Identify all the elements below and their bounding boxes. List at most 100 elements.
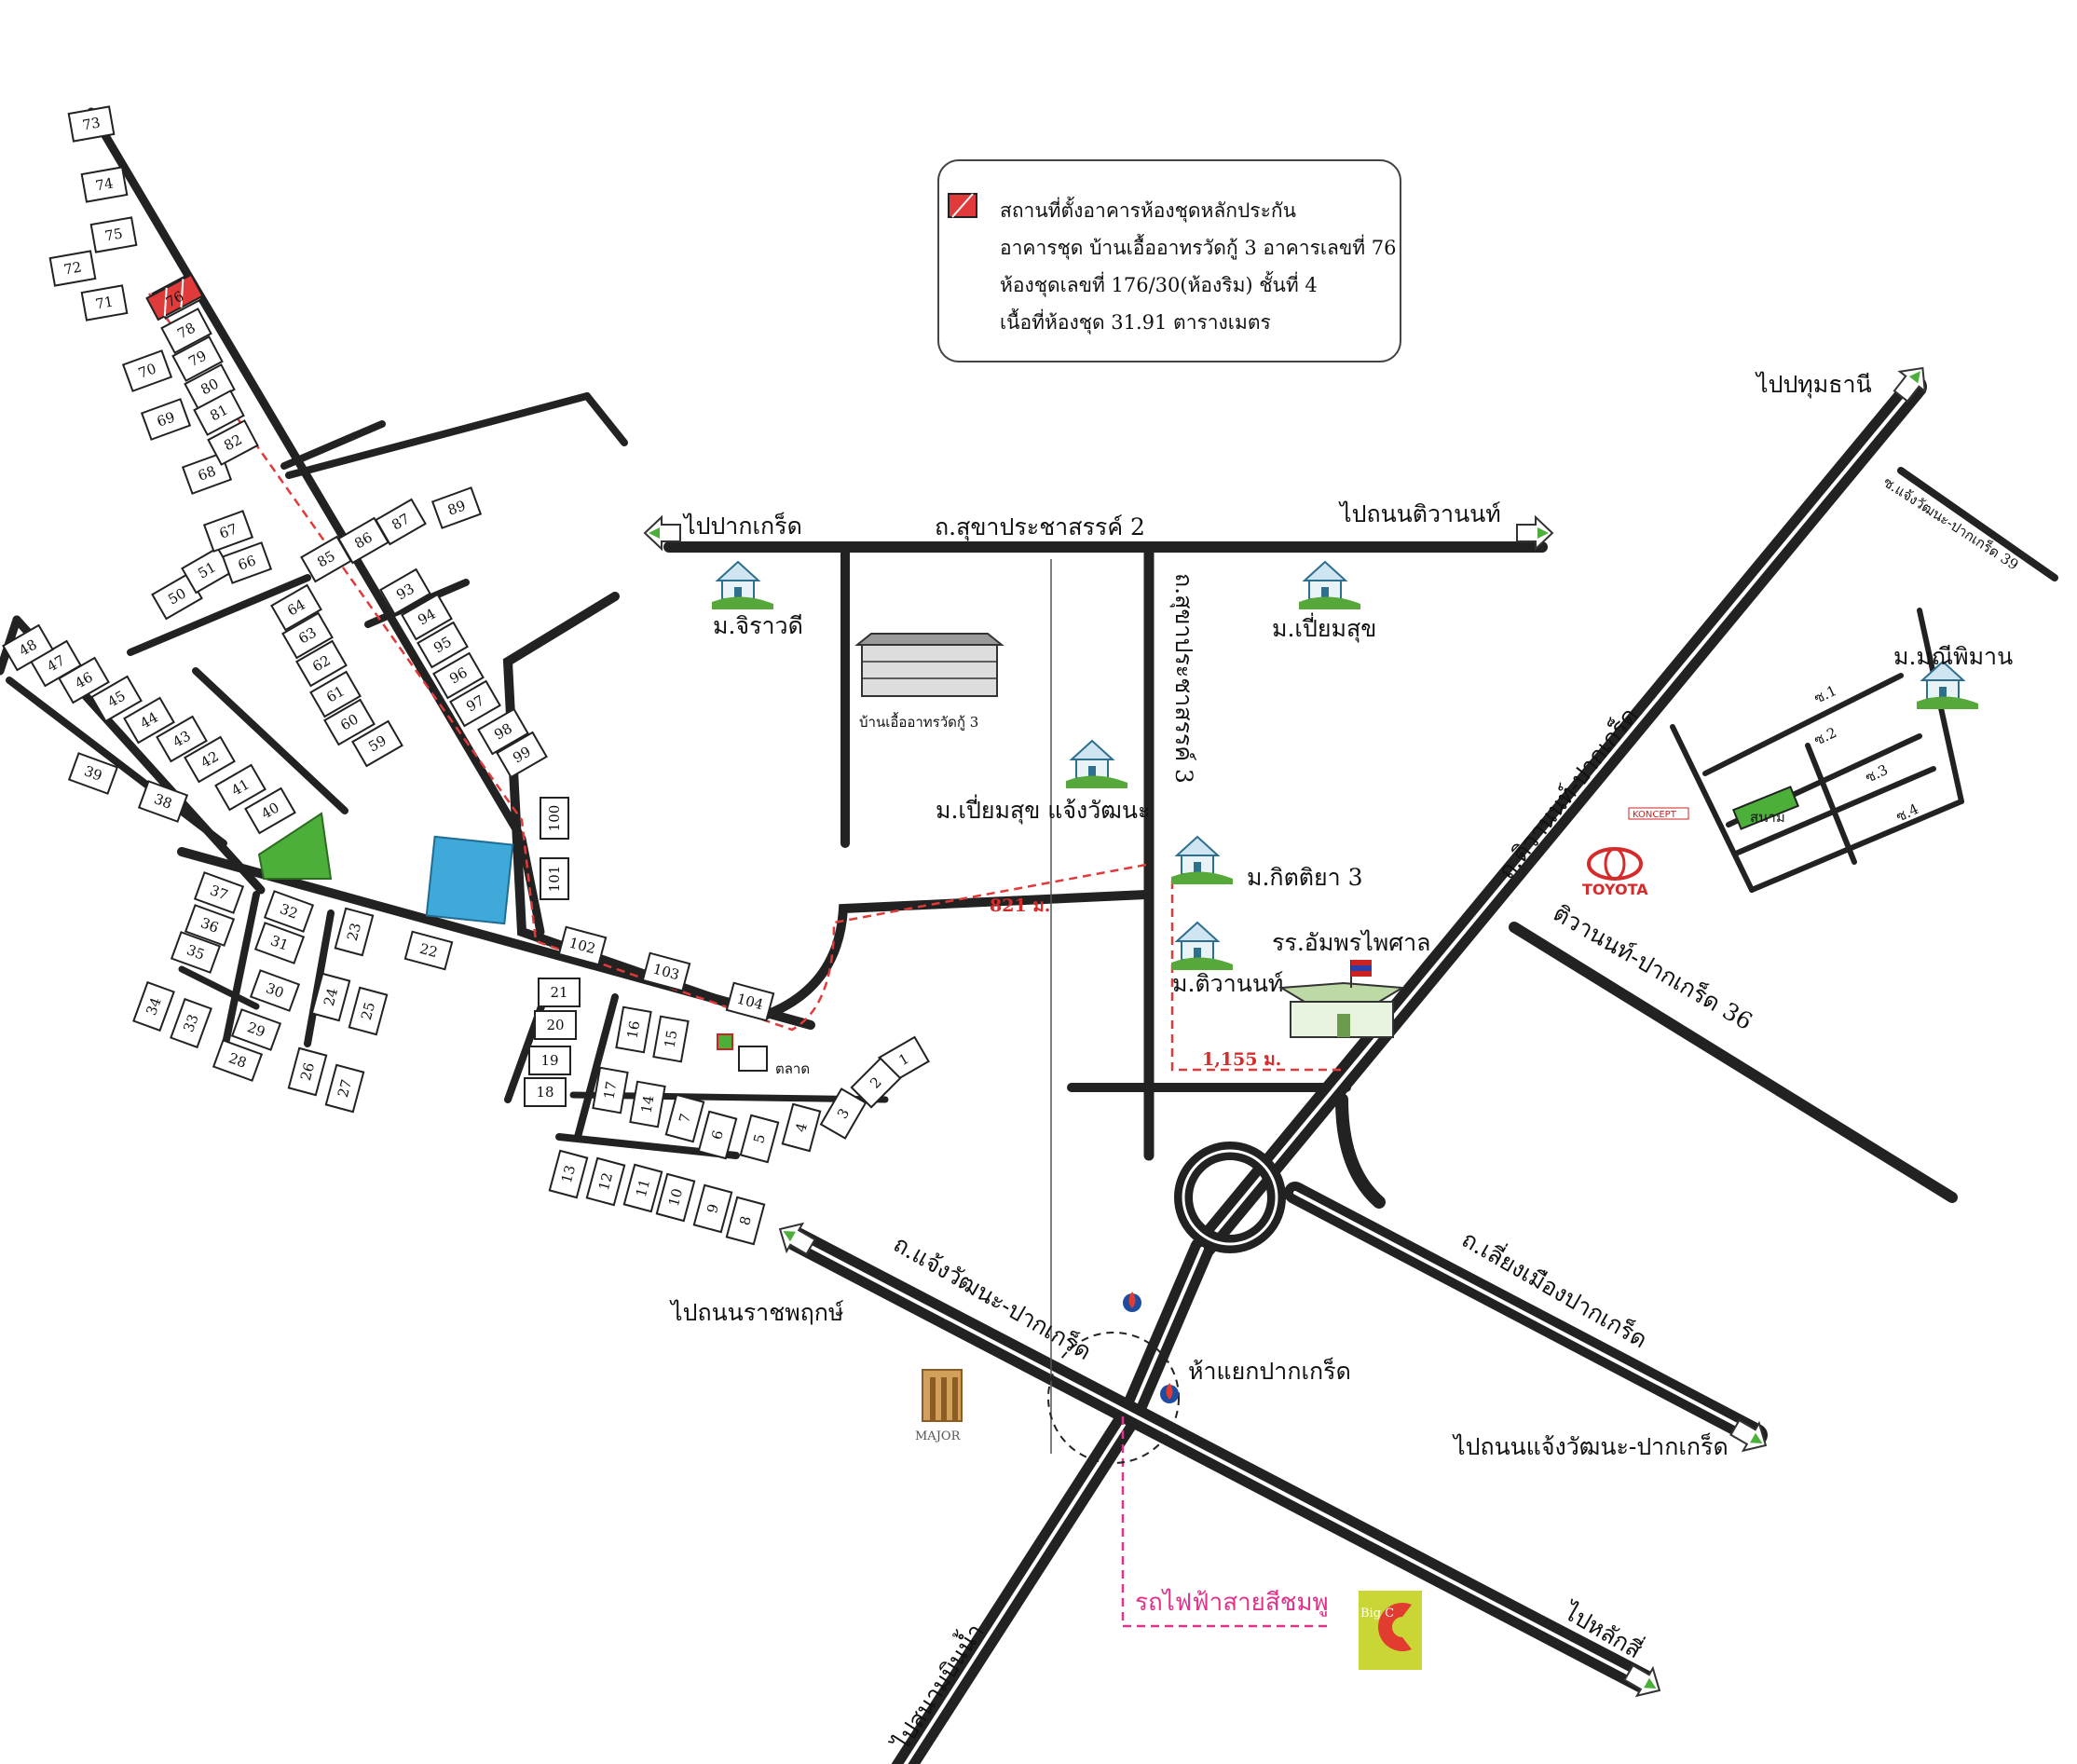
lot-62: 62: [295, 639, 348, 688]
lot-69: 69: [140, 398, 192, 441]
lot-18: 18: [524, 1077, 567, 1107]
lot-3: 3: [819, 1087, 868, 1140]
lot-number: 23: [344, 921, 364, 942]
lot-37: 37: [193, 871, 245, 914]
lot-24: 24: [310, 972, 351, 1022]
lot-66: 66: [221, 541, 273, 584]
lot-number: 15: [661, 1029, 680, 1049]
lot-93: 93: [379, 567, 431, 616]
lot-78: 78: [160, 308, 212, 354]
lot-36: 36: [184, 904, 236, 947]
lot-44: 44: [123, 696, 175, 745]
place-tiwanon-village: ม.ติวานนท์: [1172, 970, 1283, 997]
lot-number: 39: [82, 762, 104, 784]
label-soi-3: ซ.3: [1863, 761, 1891, 786]
place-kitdiya: ม.กิตติยา 3: [1247, 864, 1363, 891]
road-village-down: [517, 834, 545, 937]
house-icon: [1298, 561, 1361, 610]
lot-103: 103: [641, 951, 691, 992]
lot-number: 32: [278, 900, 300, 922]
lot-14: 14: [629, 1080, 666, 1128]
lot-number: 66: [236, 552, 258, 573]
lot-number: 34: [143, 995, 164, 1018]
lot-21: 21: [538, 978, 581, 1007]
lot-72: 72: [48, 250, 97, 287]
road-village-ne-3: [583, 392, 628, 446]
lot-11: 11: [622, 1163, 663, 1213]
lot-number: 38: [152, 790, 174, 812]
legend-line-4: เนื้อที่ห้องชุด 31.91 ตารางเมตร: [1000, 308, 1271, 335]
legend-line-1: สถานที่ตั้งอาคารห้องชุดหลักประกัน: [1000, 197, 1296, 223]
field: [1731, 786, 1800, 830]
lot-35: 35: [170, 931, 222, 974]
lot-100: 100: [540, 797, 569, 840]
label-soi-1: ซ.1: [1811, 682, 1839, 707]
lot-86: 86: [337, 516, 389, 565]
direction-nonthiwanon: ไปถนนติวานนท์: [1338, 500, 1501, 527]
lot-10: 10: [655, 1172, 696, 1223]
road-village-inner-2: [192, 667, 348, 814]
lot-41: 41: [214, 763, 266, 812]
building-icon: [854, 633, 1004, 697]
lot-27: 27: [324, 1063, 365, 1114]
direction-chaengwattana: ไปถนนแจ้งวัฒนะ-ปากเกร็ด: [1452, 1432, 1729, 1460]
lot-97: 97: [449, 679, 501, 728]
lot-30: 30: [249, 969, 301, 1012]
lot-number: 33: [180, 1012, 201, 1034]
lot-number: 68: [196, 462, 218, 484]
label-road-tiwanon: ถ.ติวานนท์-ปากเกร็ด: [1492, 702, 1643, 884]
lot-number: 67: [217, 520, 239, 541]
lot-33: 33: [170, 997, 212, 1049]
lot-number: 24: [321, 986, 341, 1007]
lot-34: 34: [132, 980, 175, 1032]
lot-number: 18: [536, 1084, 553, 1101]
lot-74: 74: [80, 166, 129, 203]
target-building-marker[interactable]: 76: [145, 273, 204, 321]
lot-20: 20: [534, 1010, 577, 1040]
lot-95: 95: [417, 621, 469, 669]
lot-28: 28: [212, 1039, 264, 1082]
lot-31: 31: [253, 922, 306, 964]
lot-71: 71: [80, 284, 129, 321]
lot-89: 89: [430, 486, 483, 529]
lot-5: 5: [739, 1114, 780, 1164]
lot-number: 16: [623, 1019, 643, 1040]
lot-68: 68: [181, 452, 233, 495]
lot-number: 10: [665, 1186, 686, 1208]
lot-number: 74: [94, 174, 115, 194]
lot-number: 28: [226, 1049, 249, 1071]
lot-number: 13: [558, 1163, 579, 1184]
lot-17: 17: [592, 1066, 629, 1114]
lot-number: 7: [676, 1112, 694, 1125]
lot-38: 38: [137, 780, 189, 823]
distance-1155: 1,155 ม.: [1202, 1049, 1281, 1070]
lot-number: 19: [540, 1052, 558, 1069]
lot-70: 70: [121, 349, 173, 392]
road-village-ne-4: [364, 579, 470, 628]
lot-number: 36: [198, 914, 221, 936]
lot-29: 29: [230, 1008, 282, 1051]
legend-line-3: ห้องชุดเลขที่ 176/30(ห้องริม) ชั้นที่ 4: [1000, 271, 1318, 297]
house-icon: [1170, 836, 1234, 885]
lot-8: 8: [725, 1196, 766, 1246]
lot-79: 79: [171, 335, 224, 382]
lot-102: 102: [557, 925, 608, 966]
lot-number: 6: [708, 1128, 727, 1142]
distance-821: 821 ม.: [990, 896, 1050, 916]
lot-number: 29: [245, 1019, 267, 1040]
lot-99: 99: [496, 731, 548, 779]
lot-number: 101: [546, 866, 563, 893]
lot-104: 104: [725, 981, 775, 1022]
house-icon: [1170, 922, 1234, 971]
lot-number: 71: [94, 293, 115, 312]
place-building: บ้านเอื้ออาทรวัดกู้ 3: [859, 712, 978, 731]
lot-number: 30: [264, 979, 286, 1001]
lot-number: 25: [358, 1000, 378, 1021]
lot-number: 37: [208, 882, 230, 903]
lot-number: 9: [704, 1202, 722, 1215]
lot-number: 72: [62, 258, 83, 278]
house-icon: [1065, 740, 1128, 789]
label-soi-2: ซ.2: [1811, 724, 1839, 749]
lot-60: 60: [323, 698, 376, 746]
